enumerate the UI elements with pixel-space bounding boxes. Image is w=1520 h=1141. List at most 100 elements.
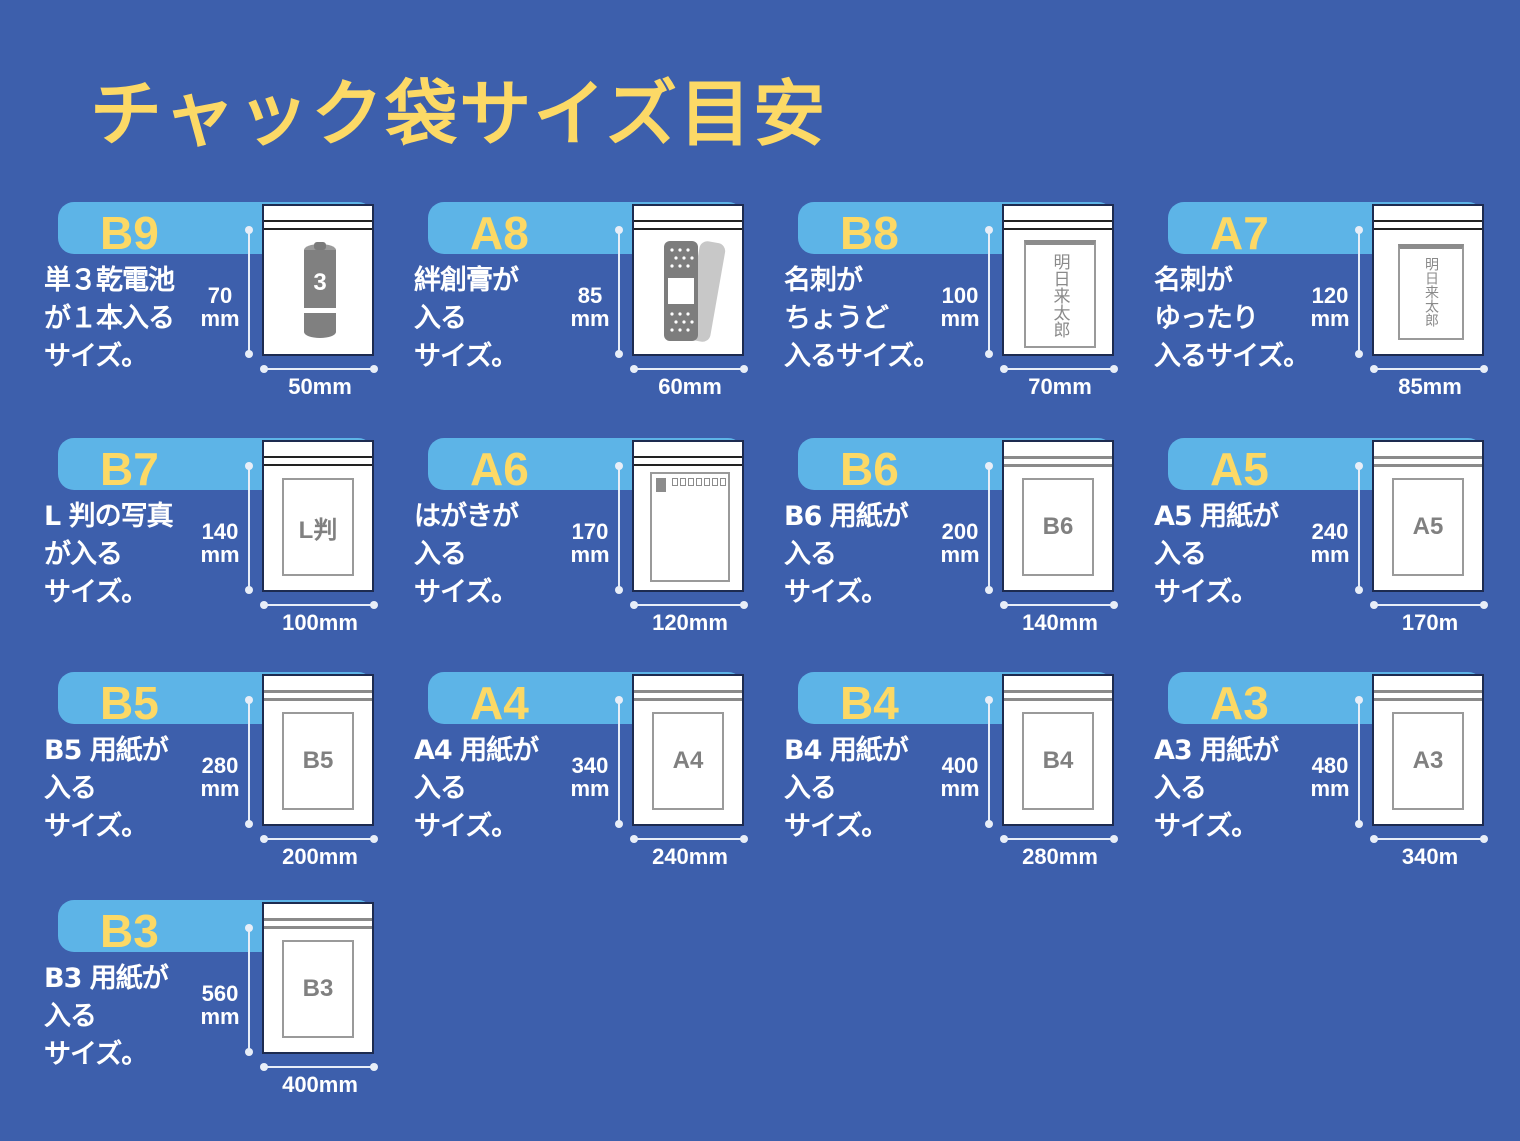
zipper-line xyxy=(1374,456,1482,459)
width-dimension-line xyxy=(1370,365,1488,373)
zipper-line xyxy=(264,690,372,693)
paper-icon: B4 xyxy=(1022,712,1094,810)
zipper-line xyxy=(1374,220,1482,222)
height-dimension-line xyxy=(985,462,993,594)
size-description: A5 用紙が 入る サイズ。 xyxy=(1154,501,1279,608)
zipper-line xyxy=(634,690,742,693)
svg-text:3: 3 xyxy=(313,269,326,296)
size-code: A4 xyxy=(470,677,529,729)
bag-illustration: L判 xyxy=(262,440,374,592)
size-description: A4 用紙が 入る サイズ。 xyxy=(414,735,539,842)
width-dimension-line xyxy=(260,835,378,843)
width-label: 140mm xyxy=(1022,610,1098,635)
zipper-line xyxy=(1004,698,1112,701)
width-label: 85mm xyxy=(1398,374,1462,399)
height-dimension-line xyxy=(1355,462,1363,594)
paper-icon: B5 xyxy=(282,712,354,810)
width-label: 70mm xyxy=(1028,374,1092,399)
height-dimension-line xyxy=(245,462,253,594)
width-dimension-line xyxy=(1370,835,1488,843)
bag-illustration: A4 xyxy=(632,674,744,826)
bag-illustration: B5 xyxy=(262,674,374,826)
size-description: L 判の写真 が入る サイズ。 xyxy=(44,501,174,608)
width-dimension-line xyxy=(1000,365,1118,373)
size-code: A8 xyxy=(470,207,529,259)
photo-icon: L判 xyxy=(282,478,354,576)
width-dimension-line xyxy=(1000,835,1118,843)
height-dimension-line xyxy=(615,696,623,828)
zipper-line xyxy=(264,220,372,222)
size-description: 名刺が ちょうど 入るサイズ。 xyxy=(784,265,940,372)
postcard-icon xyxy=(650,472,730,582)
width-label: 120mm xyxy=(652,610,728,635)
size-code: B4 xyxy=(840,677,899,729)
zipper-line xyxy=(264,456,372,458)
height-dimension-line xyxy=(985,696,993,828)
zipper-line xyxy=(1004,456,1112,459)
size-code: A3 xyxy=(1210,677,1269,729)
width-dimension-line xyxy=(260,365,378,373)
height-dimension-line xyxy=(615,226,623,358)
zipper-line xyxy=(634,456,742,458)
zipper-line xyxy=(1374,698,1482,701)
height-dimension-line xyxy=(245,226,253,358)
width-label: 60mm xyxy=(658,374,722,399)
business-card-icon: 明日来太郎 xyxy=(1024,240,1096,348)
page-title: チャック袋サイズ目安 xyxy=(90,72,828,156)
size-description: 単３乾電池 が１本入る サイズ。 xyxy=(44,265,175,372)
zipper-line xyxy=(264,464,372,466)
bandage-icon xyxy=(664,241,726,342)
width-label: 100mm xyxy=(282,610,358,635)
zipper-line xyxy=(1004,228,1112,230)
bag-illustration xyxy=(632,440,744,592)
zipper-line xyxy=(264,918,372,921)
paper-icon: B6 xyxy=(1022,478,1094,576)
zipper-line xyxy=(264,698,372,701)
bag-illustration: A5 xyxy=(1372,440,1484,592)
width-dimension-line xyxy=(630,365,748,373)
bag-illustration xyxy=(632,204,744,356)
width-label: 400mm xyxy=(282,1072,358,1097)
size-code: B9 xyxy=(100,207,159,259)
size-description: 絆創膏が 入る サイズ。 xyxy=(414,265,519,372)
bag-illustration: 明日来太郎 xyxy=(1372,204,1484,356)
width-label: 200mm xyxy=(282,844,358,869)
zipper-line xyxy=(264,228,372,230)
business-card-icon: 明日来太郎 xyxy=(1398,244,1464,340)
size-code: B3 xyxy=(100,905,159,957)
zipper-line xyxy=(1004,464,1112,467)
size-description: B3 用紙が 入る サイズ。 xyxy=(44,963,169,1070)
size-code: B7 xyxy=(100,443,159,495)
size-description: B6 用紙が 入る サイズ。 xyxy=(784,501,909,608)
width-label: 50mm xyxy=(288,374,352,399)
height-dimension-line xyxy=(1355,696,1363,828)
width-label: 170m xyxy=(1401,610,1459,635)
size-description: 名刺が ゆったり 入るサイズ。 xyxy=(1154,265,1310,372)
width-dimension-line xyxy=(260,1063,378,1071)
paper-icon: A4 xyxy=(652,712,724,810)
bag-illustration: 明日来太郎 xyxy=(1002,204,1114,356)
width-dimension-line xyxy=(630,835,748,843)
zipper-line xyxy=(634,698,742,701)
bag-illustration: 3 xyxy=(262,204,374,356)
